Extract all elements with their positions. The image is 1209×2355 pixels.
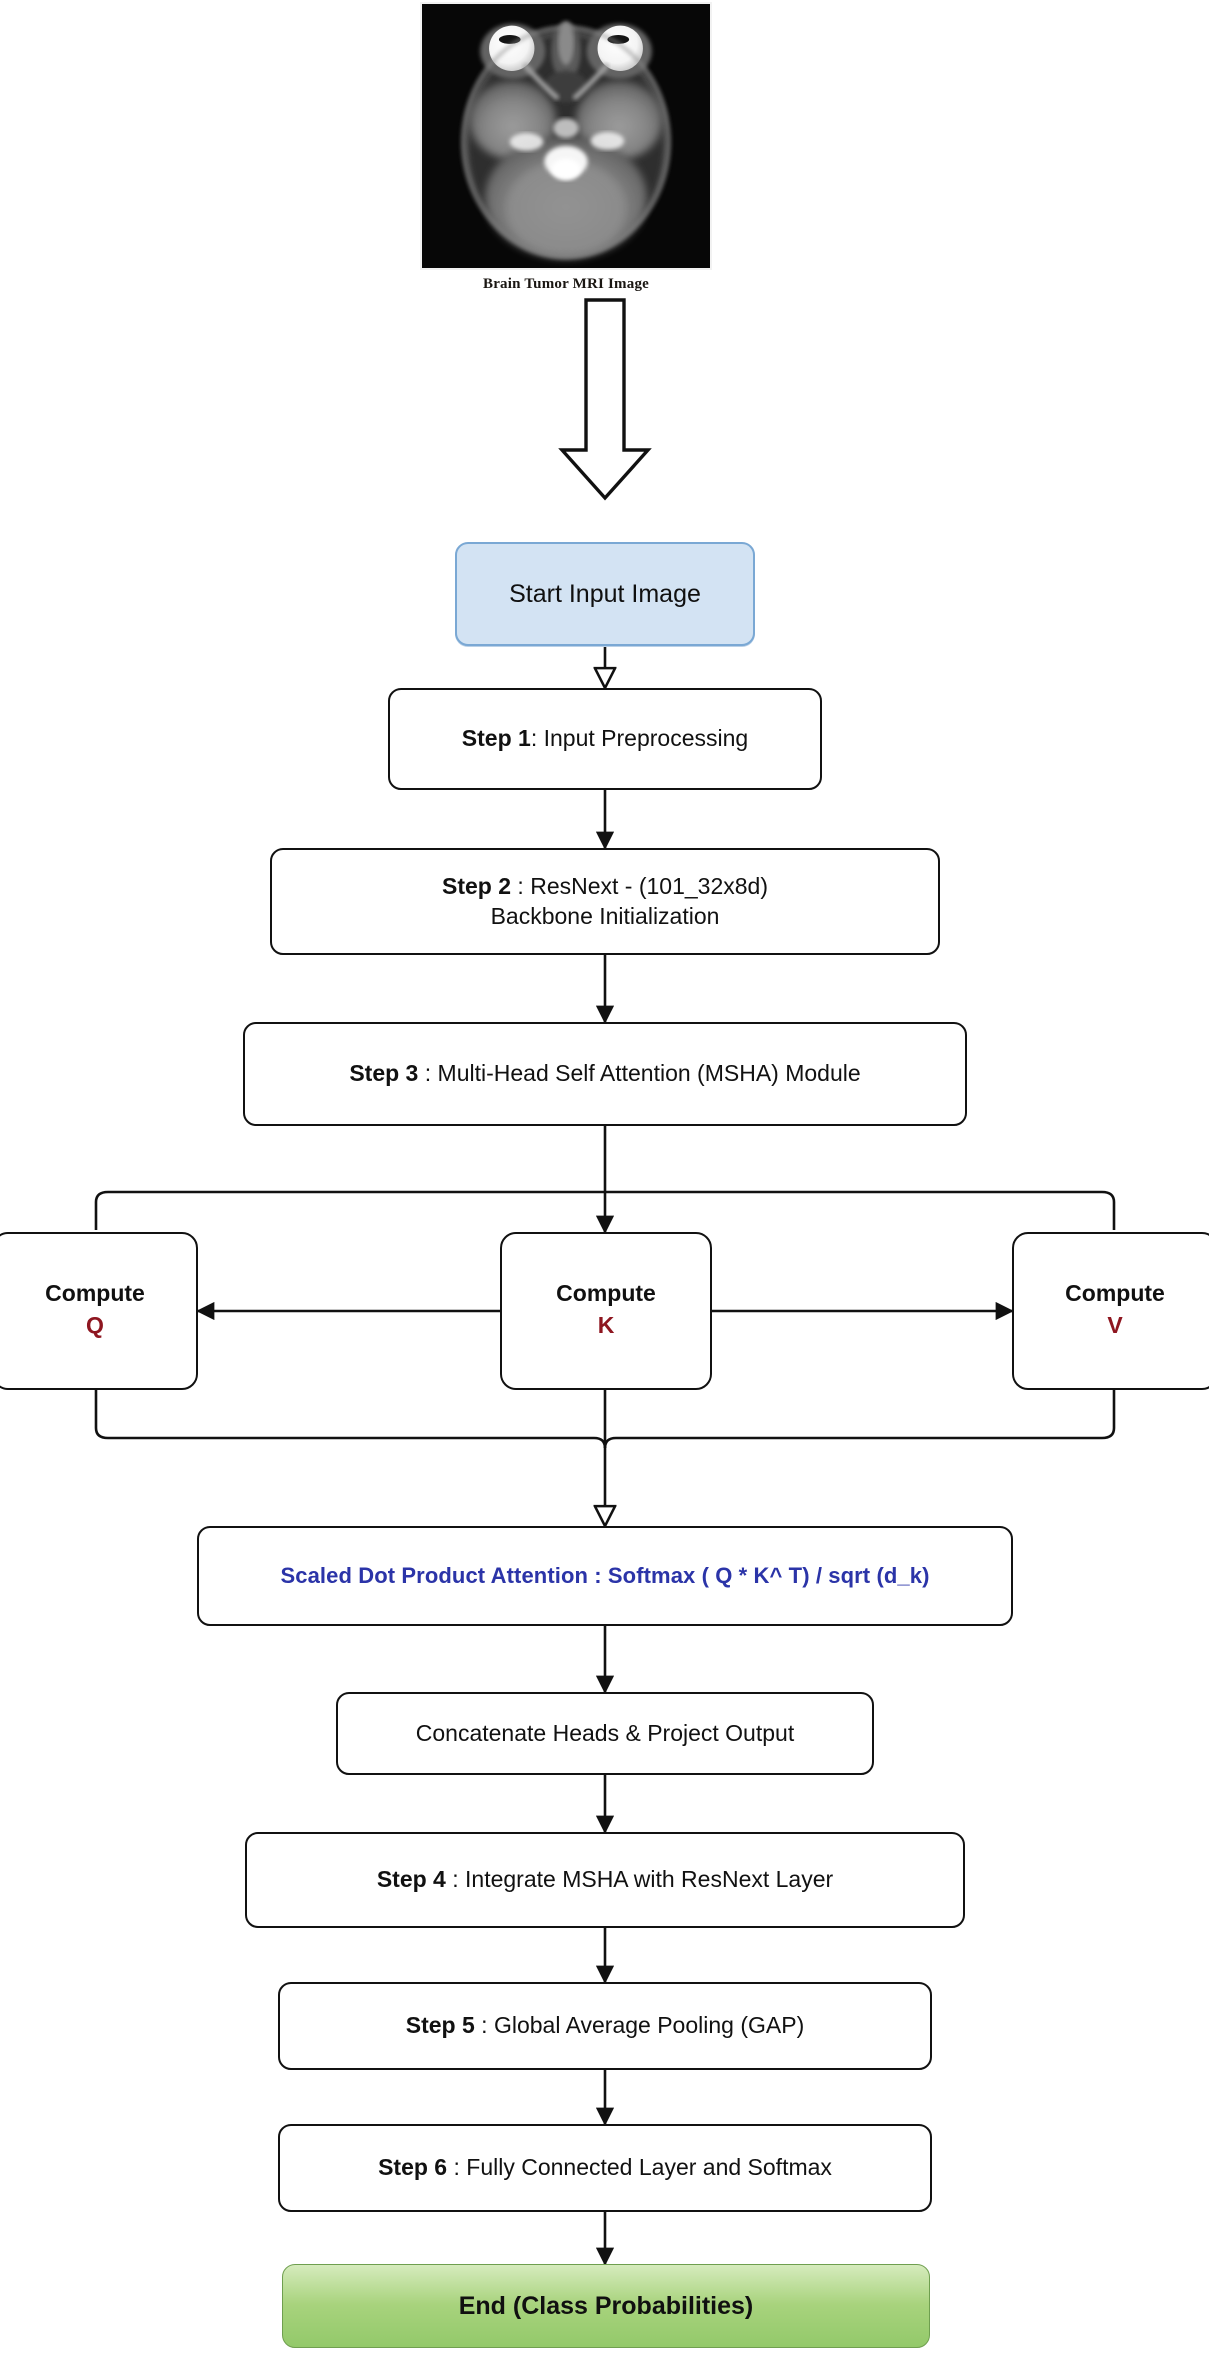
step1-text: Input Preprocessing xyxy=(543,725,749,752)
node-step2[interactable]: Step 2 : ResNext - (101_32x8d) Backbone … xyxy=(270,848,940,955)
end-label: End (Class Probabilities) xyxy=(458,2292,754,2320)
step3-sep: : xyxy=(418,1060,438,1087)
compute-v-title: Compute xyxy=(1065,1280,1165,1307)
brain-mri-illustration xyxy=(422,4,710,268)
step5-text: Global Average Pooling (GAP) xyxy=(493,2012,805,2039)
step4-sep: : xyxy=(445,1866,466,1893)
node-concatenate-heads[interactable]: Concatenate Heads & Project Output xyxy=(336,1692,874,1775)
step3-text: Multi-Head Self Attention (MSHA) Module xyxy=(437,1060,861,1087)
step6-sep: : xyxy=(447,2154,467,2181)
step3-label: Step 3 : Multi-Head Self Attention (MSHA… xyxy=(337,1059,872,1088)
node-end-class-probabilities[interactable]: End (Class Probabilities) xyxy=(282,2264,930,2348)
bus-top-qkv xyxy=(94,1190,1116,1230)
step6-label: Step 6 : Fully Connected Layer and Softm… xyxy=(366,2153,844,2182)
step4-prefix: Step 4 xyxy=(376,1866,446,1893)
brain-mri-image xyxy=(420,2,712,270)
node-scaled-dot-product-attention[interactable]: Scaled Dot Product Attention : Softmax (… xyxy=(197,1526,1013,1626)
step5-label: Step 5 : Global Average Pooling (GAP) xyxy=(394,2011,816,2040)
step2-sep: : xyxy=(511,873,531,900)
block-arrow-image-to-start xyxy=(558,298,652,501)
step6-text: Fully Connected Layer and Softmax xyxy=(466,2154,832,2181)
step3-prefix: Step 3 xyxy=(349,1060,419,1087)
node-start-input-image[interactable]: Start Input Image xyxy=(455,542,755,646)
compute-v-symbol: V xyxy=(1107,1312,1123,1339)
step1-label: Step 1: Input Preprocessing xyxy=(450,724,760,753)
node-step3[interactable]: Step 3 : Multi-Head Self Attention (MSHA… xyxy=(243,1022,967,1126)
bus-bottom-v xyxy=(603,1390,1116,1449)
step2-line2: Backbone Initialization xyxy=(490,902,720,929)
node-step4[interactable]: Step 4 : Integrate MSHA with ResNext Lay… xyxy=(245,1832,965,1928)
node-step1[interactable]: Step 1: Input Preprocessing xyxy=(388,688,822,790)
compute-k-title: Compute xyxy=(556,1280,656,1307)
step2-prefix: Step 2 xyxy=(442,873,512,900)
brain-mri-figure: Brain Tumor MRI Image xyxy=(420,2,712,292)
step1-prefix: Step 1 xyxy=(461,725,531,752)
step5-prefix: Step 5 xyxy=(405,2012,475,2039)
step1-sep: : xyxy=(530,725,544,752)
step2-label: Step 2 : ResNext - (101_32x8d) Backbone … xyxy=(430,872,780,931)
attention-label: Scaled Dot Product Attention : Softmax (… xyxy=(280,1562,930,1588)
step4-label: Step 4 : Integrate MSHA with ResNext Lay… xyxy=(365,1865,845,1894)
node-step5[interactable]: Step 5 : Global Average Pooling (GAP) xyxy=(278,1982,932,2070)
compute-q-symbol: Q xyxy=(86,1312,104,1339)
start-label: Start Input Image xyxy=(509,580,701,608)
step5-sep: : xyxy=(474,2012,494,2039)
compute-q-title: Compute xyxy=(45,1280,145,1307)
compute-k-symbol: K xyxy=(597,1312,615,1339)
step6-prefix: Step 6 xyxy=(378,2154,448,2181)
node-compute-v[interactable]: Compute V xyxy=(1012,1232,1209,1390)
bus-bottom-q xyxy=(94,1390,607,1449)
figure-caption: Brain Tumor MRI Image xyxy=(482,276,650,292)
concat-label: Concatenate Heads & Project Output xyxy=(415,1719,795,1746)
step4-text: Integrate MSHA with ResNext Layer xyxy=(465,1866,834,1893)
node-step6[interactable]: Step 6 : Fully Connected Layer and Softm… xyxy=(278,2124,932,2212)
step2-line1: ResNext - (101_32x8d) xyxy=(530,873,768,900)
node-compute-q[interactable]: Compute Q xyxy=(0,1232,198,1390)
node-compute-k[interactable]: Compute K xyxy=(500,1232,712,1390)
